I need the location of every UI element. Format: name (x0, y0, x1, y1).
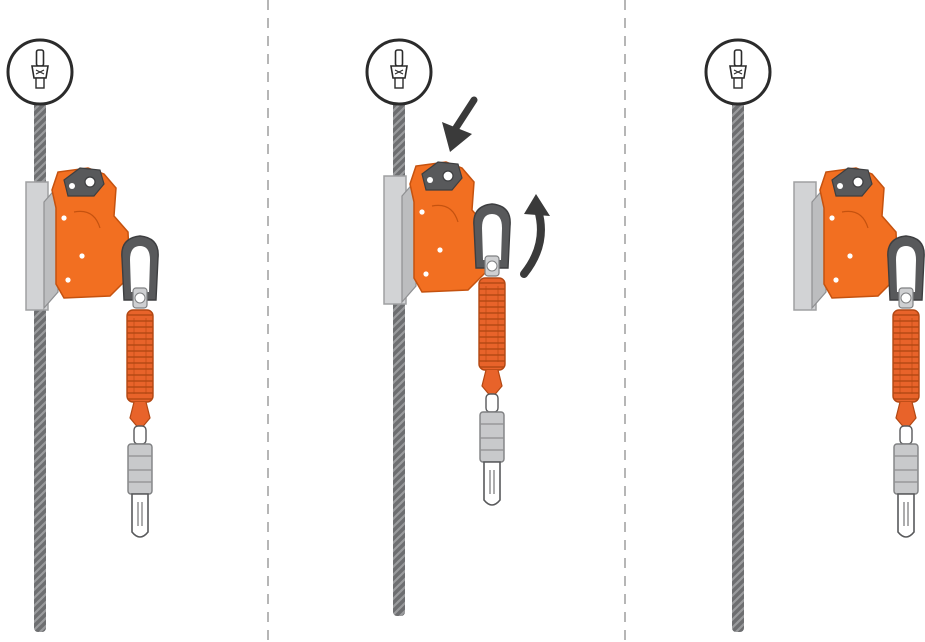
panel-step-1 (6, 38, 159, 632)
rope-clamp-device (793, 167, 899, 311)
energy-absorber-lanyard (121, 235, 159, 538)
rope-clamp-device (383, 161, 489, 305)
energy-absorber-lanyard (473, 203, 511, 506)
rotate-up-arrow-icon (520, 194, 550, 278)
press-down-arrow-icon (442, 96, 478, 152)
rope (732, 86, 744, 632)
panel-step-3 (704, 38, 925, 632)
anchor-ring-icon (704, 38, 772, 106)
anchor-ring-icon (365, 38, 433, 106)
rope-clamp-device (25, 167, 131, 311)
energy-absorber-lanyard (887, 235, 925, 538)
anchor-ring-icon (6, 38, 74, 106)
rope (393, 86, 405, 616)
rope (34, 86, 46, 632)
panel-step-2 (365, 38, 550, 616)
